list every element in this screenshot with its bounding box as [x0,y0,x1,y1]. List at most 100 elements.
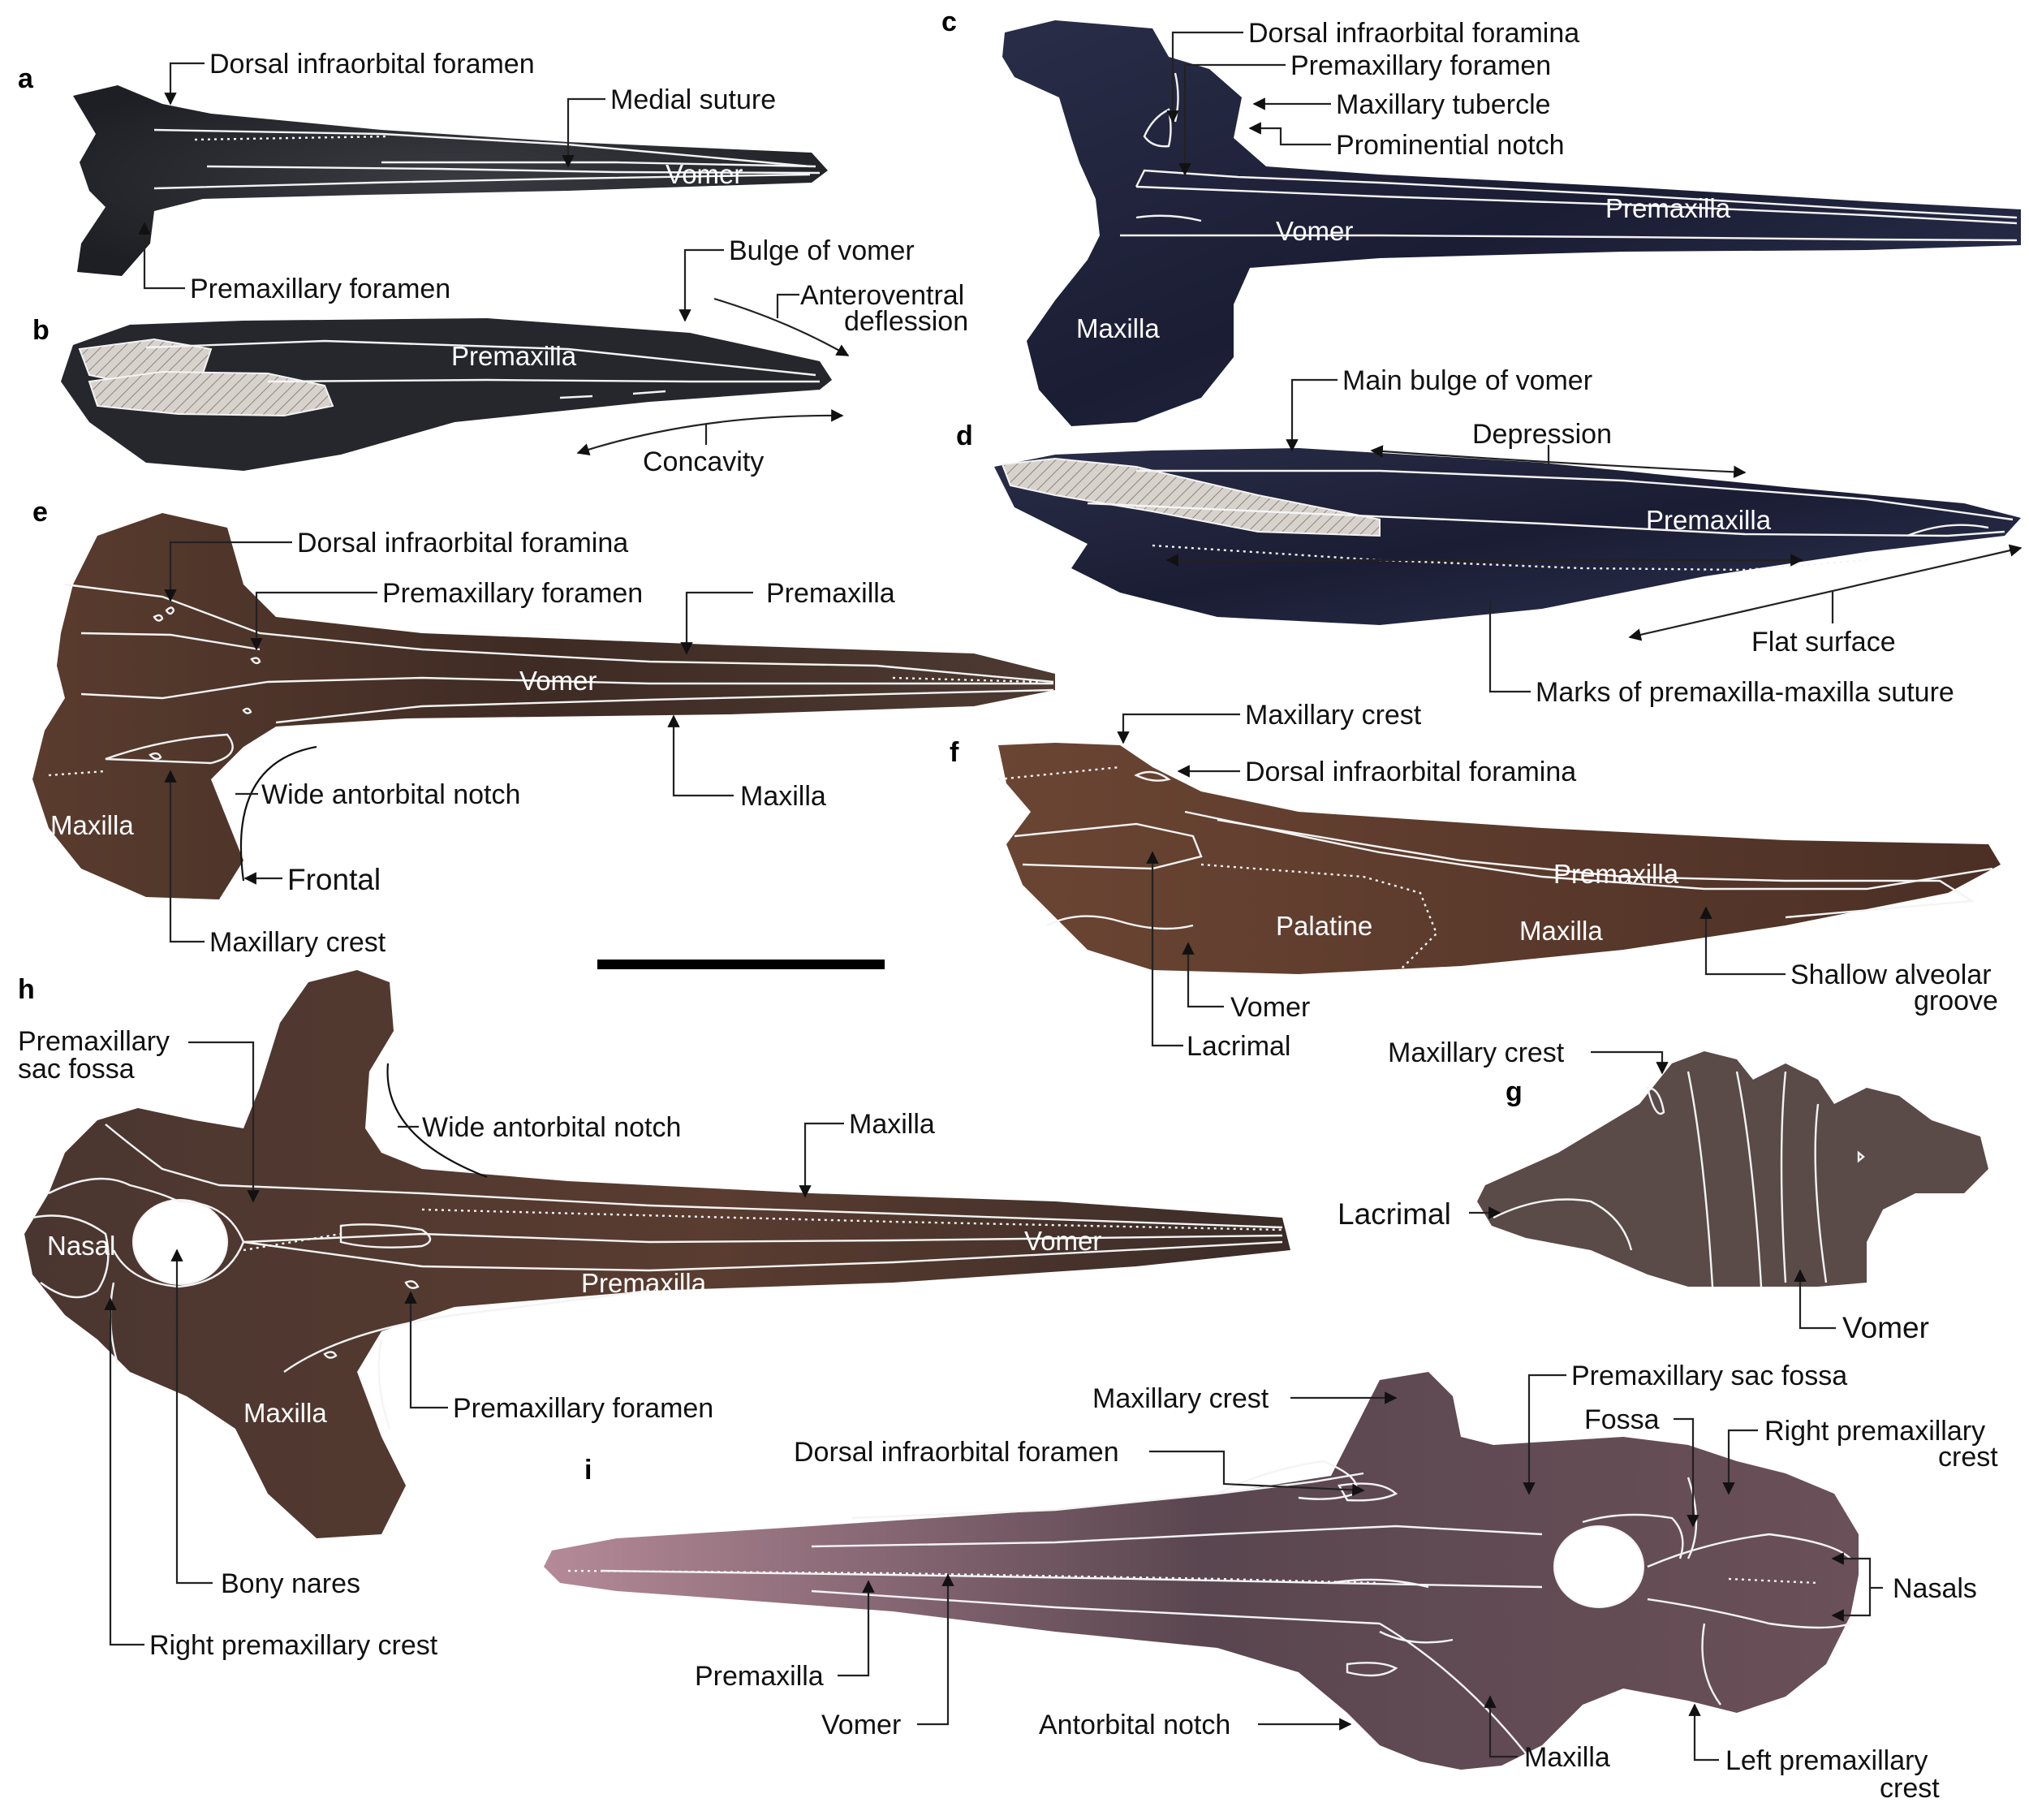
leader-i-right-premaxillary-crest [1722,1429,1758,1495]
panel-f: f Maxillary crest Dorsal infraorbital fo… [950,700,2001,1062]
label-lacrimal-f: Lacrimal [1187,1031,1290,1062]
specimen-e [32,513,1055,899]
leader-i-dorsal-foramen [1149,1450,1365,1497]
label-anteroventral-line2-b: deflession [844,306,968,337]
label-nasals-i: Nasals [1893,1573,1977,1604]
leader-f-maxillary-crest [1117,713,1240,744]
panel-letter-g: g [1506,1076,1523,1107]
label-premaxillary-foramen-e: Premaxillary foramen [382,578,643,609]
bone-label-palatine-f: Palatine [1276,911,1372,941]
panel-h: h Premaxillary sac fossa Wide antorbital… [18,970,1290,1661]
specimen-f [998,743,2001,974]
leader-e-premaxillary-foramen [250,591,377,651]
leader-i-maxilla [1484,1695,1518,1758]
bone-label-vomer-c: Vomer [1276,216,1353,246]
label-medial-suture-a: Medial suture [610,84,776,115]
panel-letter-f: f [950,737,959,768]
leader-h-premaxillary-foramen [404,1291,448,1409]
bone-label-premaxilla-f: Premaxilla [1553,859,1679,889]
label-wide-antorbital-notch-e: Wide antorbital notch [261,779,520,810]
bone-label-vomer-h: Vomer [1024,1226,1101,1256]
label-maxilla-h: Maxilla [849,1109,935,1140]
leader-i-fossa [1674,1417,1699,1528]
bone-label-vomer-e: Vomer [519,666,597,696]
bone-label-maxilla-h: Maxilla [243,1398,327,1428]
leader-d-flat-surface [1628,544,2023,641]
label-dorsal-infraorbital-foramina-c: Dorsal infraorbital foramina [1248,18,1579,49]
label-vomer-f: Vomer [1230,992,1310,1023]
label-premaxillary-sac-fossa-line1-h: Premaxillary [18,1026,170,1057]
label-prominential-notch-c: Prominential notch [1336,130,1565,161]
label-left-premaxillary-crest-line2-i: crest [1880,1773,1940,1804]
leader-b-anteroventral [713,293,850,356]
bone-label-premaxilla-b: Premaxilla [451,341,577,371]
label-premaxilla-i: Premaxilla [695,1661,824,1692]
leader-c-premaxillary-foramen [1178,63,1286,176]
label-lacrimal-g: Lacrimal [1338,1197,1451,1231]
label-maxillary-tubercle-c: Maxillary tubercle [1336,89,1551,120]
leader-f-shallow-alveolar [1699,906,1786,976]
leader-e-maxillary-crest [164,770,205,943]
label-maxillary-crest-g: Maxillary crest [1388,1037,1565,1068]
label-bony-nares-h: Bony nares [221,1568,360,1599]
leader-a-premaxillary-foramen [138,222,185,290]
panel-e: e Dorsal infraorbital foramina Premaxill… [32,497,1055,958]
label-shallow-alveolar-line1-f: Shallow alveolar [1790,960,1992,990]
label-fossa-i: Fossa [1584,1404,1660,1435]
panel-i: i Maxillary crest Dorsal infraorbital fo… [544,1361,1998,1804]
label-vomer-g: Vomer [1842,1311,1929,1344]
label-flat-surface-d: Flat surface [1751,627,1896,658]
label-bulge-of-vomer-b: Bulge of vomer [729,235,915,266]
panel-d: d Main bulge of vomer Depression Flat su… [956,365,2023,708]
leader-g-maxillary-crest [1591,1050,1669,1075]
leader-g-vomer [1794,1269,1836,1330]
leader-b-bulge [678,248,724,322]
label-premaxillary-foramen-h: Premaxillary foramen [453,1393,713,1424]
panel-a: a Dorsal infraorbital foramen Medial sut… [18,49,828,304]
panel-letter-d: d [956,420,973,451]
label-premaxillary-foramen-a: Premaxillary foramen [190,274,450,304]
label-maxillary-crest-i: Maxillary crest [1092,1383,1269,1414]
label-anteroventral-line1-b: Anteroventral [800,280,964,311]
panel-b: b Bulge of vomer Anteroventral deflessio… [32,235,968,477]
label-wide-antorbital-notch-h: Wide antorbital notch [422,1112,681,1143]
panel-letter-e: e [32,497,48,528]
label-right-premaxillary-crest-line2-i: crest [1938,1442,1998,1473]
bone-label-maxilla-e: Maxilla [50,810,134,840]
leader-d-suture-marks [1165,554,1803,693]
panel-g: g Maxillary crest Lacrimal Vomer [1338,1037,1988,1344]
leader-f-vomer [1182,942,1224,1008]
label-dorsal-infraorbital-foramina-f: Dorsal infraorbital foramina [1245,757,1576,787]
bone-label-maxilla-c: Maxilla [1076,313,1160,343]
label-premaxillary-sac-fossa-i: Premaxillary sac fossa [1571,1361,1847,1391]
scale-bar [597,960,885,969]
label-dorsal-infraorbital-foramen-a: Dorsal infraorbital foramen [209,49,535,80]
leader-e-dorsal-foramina [164,541,292,602]
specimen-g [1477,1051,1988,1287]
leader-h-premaxillary-sac-fossa [188,1041,260,1203]
panel-letter-c: c [941,6,957,37]
bone-label-premaxilla-a: Premaxilla [302,192,428,222]
leader-h-bony-nares [170,1249,213,1585]
bone-label-premaxilla-c: Premaxilla [1605,193,1731,223]
leader-b-concavity [576,409,844,456]
label-maxillary-crest-f: Maxillary crest [1245,700,1422,731]
specimen-h [24,970,1290,1538]
label-main-bulge-of-vomer-d: Main bulge of vomer [1342,365,1592,396]
label-right-premaxillary-crest-h: Right premaxillary crest [149,1630,438,1661]
label-premaxilla-e: Premaxilla [766,578,895,609]
label-premaxillary-sac-fossa-line2-h: sac fossa [18,1054,135,1085]
panel-c: c Dorsal infraorbital foramina Premaxill… [941,6,2021,426]
leader-i-nasals [1831,1552,1883,1622]
specimen-c [1002,20,2021,426]
label-dorsal-infraorbital-foramen-i: Dorsal infraorbital foramen [794,1437,1119,1468]
panel-letter-h: h [18,974,35,1005]
leader-c-dorsal-foramina [1166,31,1243,123]
panel-letter-a: a [18,63,34,94]
leader-h-maxilla [799,1122,844,1198]
bony-nares-hole-i [1553,1525,1644,1608]
bone-label-premaxilla-d: Premaxilla [1646,505,1772,535]
label-vomer-i: Vomer [821,1710,901,1740]
bone-label-premaxilla-h: Premaxilla [581,1268,707,1298]
